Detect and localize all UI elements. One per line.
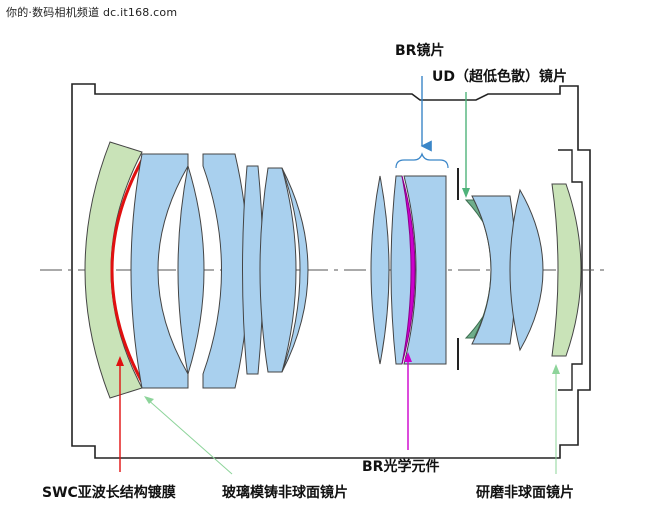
swc-pointer-head xyxy=(116,356,124,366)
ground-aspherical-pointer-head xyxy=(552,364,560,374)
ground-aspherical-label: 研磨非球面镜片 xyxy=(476,485,574,501)
swc-coating-red xyxy=(110,159,144,383)
glass-element-4 xyxy=(202,153,249,389)
glass-molded-aspherical-label: 玻璃模铸非球面镜片 xyxy=(222,485,348,501)
glass-molded-pointer-head xyxy=(144,396,154,404)
glass-element-6b xyxy=(281,167,309,373)
swc-coating-label: SWC亚波长结构镀膜 xyxy=(42,485,176,501)
br-lens-label: BR镜片 xyxy=(395,43,445,59)
barrel-inner-step xyxy=(558,149,583,391)
br-element-pointer-head xyxy=(404,352,412,362)
br-lens-brace xyxy=(395,152,449,169)
br-element-label: BR光学元件 xyxy=(362,459,440,475)
glass-element-10 xyxy=(509,188,544,352)
watermark-text: 你的·数码相机频道 dc.it168.com xyxy=(6,6,178,19)
ud-lens-label: UD（超低色散）镜片 xyxy=(432,69,567,85)
br-optical-element-magenta xyxy=(401,175,416,365)
glass-element-7 xyxy=(370,175,390,365)
glass-molded-pointer xyxy=(145,397,233,475)
glass-element-6a xyxy=(259,167,297,373)
glass-element-3 xyxy=(177,165,205,375)
br-lens-rear xyxy=(403,175,447,365)
lens-barrel-outline xyxy=(71,83,591,459)
ground-aspherical-element xyxy=(551,183,582,357)
ud-pointer-head xyxy=(462,188,470,198)
